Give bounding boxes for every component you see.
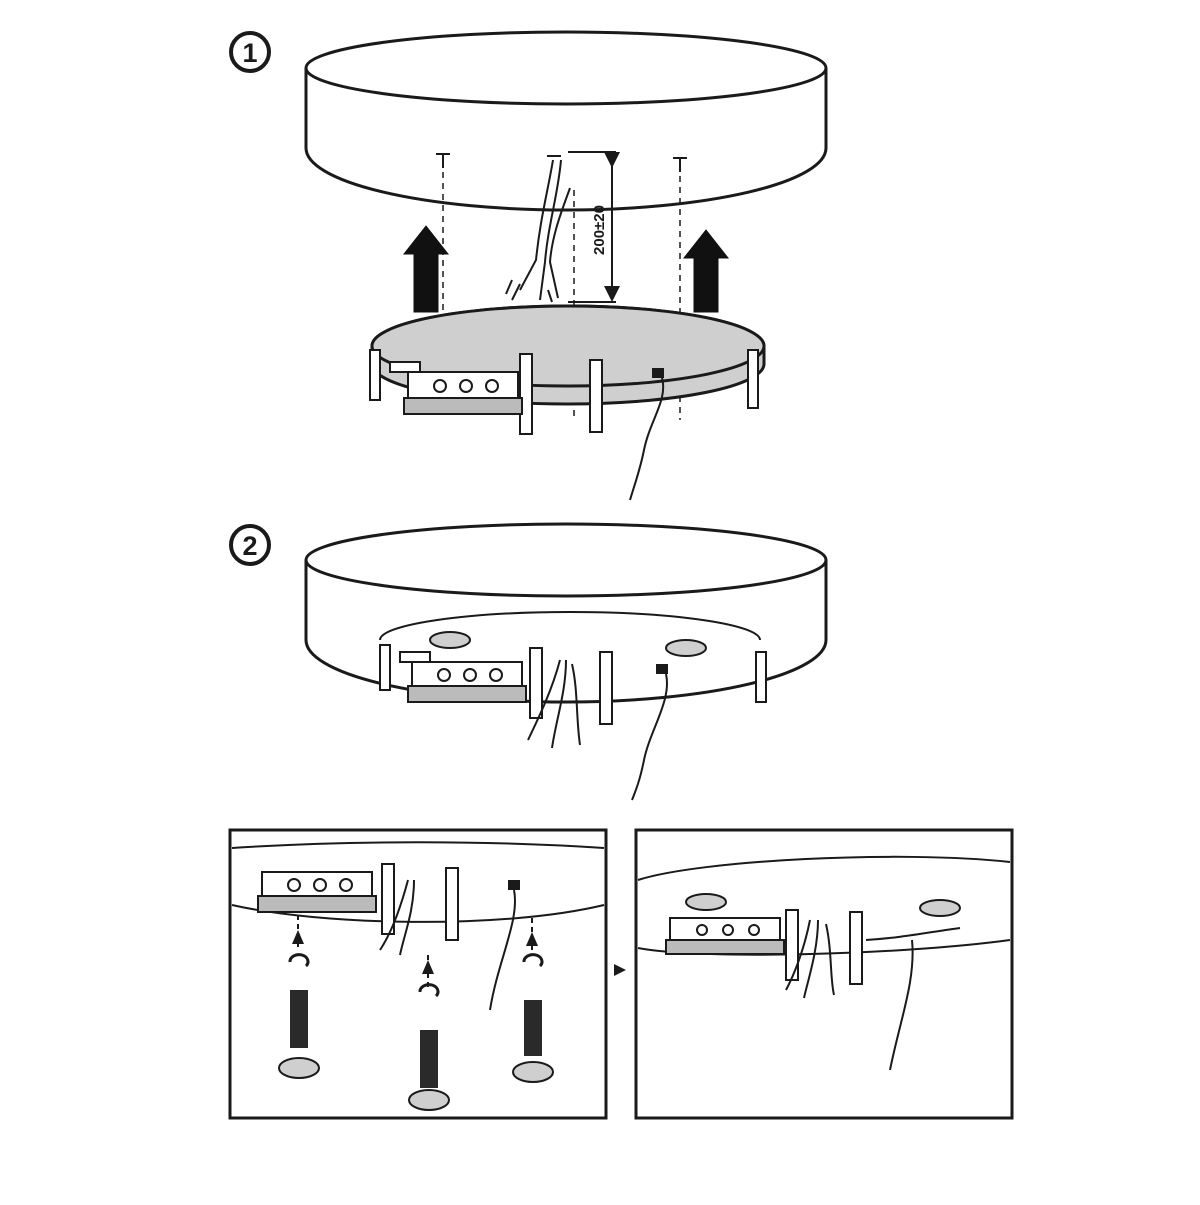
detail-panel-screws <box>228 828 608 1120</box>
mains-wires-2 <box>527 659 581 749</box>
mounting-plate-2 <box>379 611 761 641</box>
terminal-block-1 <box>389 361 523 415</box>
up-arrow-right <box>682 229 730 313</box>
led-cable-1 <box>629 377 665 501</box>
legs-2 <box>379 644 767 725</box>
ceiling-lamp-body-1 <box>304 30 828 212</box>
dimension-label: 200±20 <box>591 205 608 255</box>
mounting-plate-1 <box>369 304 766 435</box>
screw-middle <box>408 955 450 1111</box>
led-cable-2 <box>631 673 669 801</box>
up-arrow-left <box>402 225 450 313</box>
terminal-block-4 <box>665 917 785 955</box>
screw-holes-1 <box>436 153 687 172</box>
step-2-badge: 2 <box>229 524 271 566</box>
step-2: 2 <box>229 522 828 801</box>
step-1-number: 1 <box>242 38 257 68</box>
terminal-block-3 <box>257 871 377 913</box>
connector-1 <box>652 368 664 378</box>
step-1: 1 200±20 <box>229 30 828 501</box>
step-2-number: 2 <box>242 531 257 561</box>
screw-right <box>512 918 554 1083</box>
magnets-2 <box>429 631 707 657</box>
connector-2 <box>656 664 668 674</box>
dimension-bracket <box>568 151 620 303</box>
screw-left <box>278 915 320 1079</box>
detail-panel-result <box>634 828 1014 1120</box>
terminal-block-2 <box>399 651 527 703</box>
mains-wires-1 <box>505 159 571 303</box>
next-arrow <box>614 964 626 976</box>
step-1-badge: 1 <box>229 31 271 73</box>
